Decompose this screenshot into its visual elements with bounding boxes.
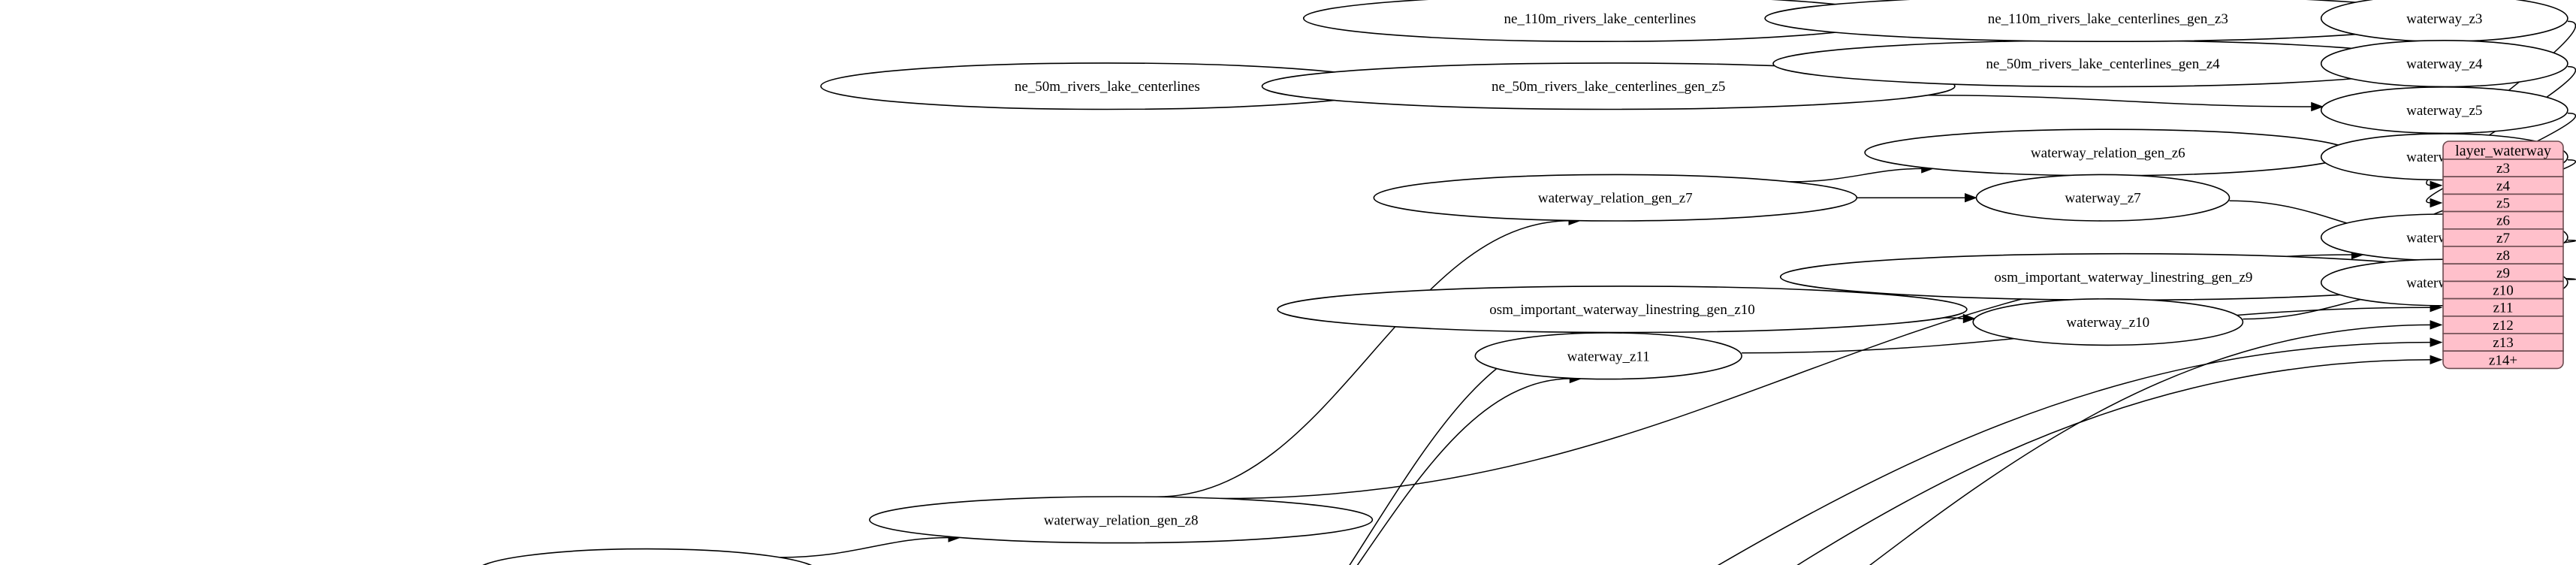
edge-waterway_relation_gen_z8-to-waterway_relation_gen_z7 bbox=[1156, 219, 1571, 498]
table-row-cell-z13[interactable] bbox=[2442, 333, 2564, 352]
arrowhead-waterway_z5-to-layer_waterway.z5 bbox=[2430, 198, 2443, 208]
table-row-cell-z11[interactable] bbox=[2442, 298, 2564, 317]
node-shape-waterway_z7[interactable] bbox=[1975, 174, 2231, 222]
node-waterway_z7[interactable]: waterway_z7 bbox=[1975, 174, 2231, 222]
node-waterway_relation_gen_z7[interactable]: waterway_relation_gen_z7 bbox=[1373, 174, 1858, 222]
node-shape-osm_important_waterway_linestring_gen_z10[interactable] bbox=[1277, 286, 1968, 334]
node-waterway_z10[interactable]: waterway_z10 bbox=[1972, 298, 2244, 346]
node-waterway_z3[interactable]: waterway_z3 bbox=[2320, 0, 2568, 42]
node-shape-waterway_z10[interactable] bbox=[1972, 298, 2244, 346]
node-waterway_z4[interactable]: waterway_z4 bbox=[2320, 39, 2568, 88]
node-shape-waterway_relation_gen_z6[interactable] bbox=[1864, 128, 2352, 177]
table-row-cell-z12[interactable] bbox=[2442, 316, 2564, 334]
table-row-cell-z8[interactable] bbox=[2442, 246, 2564, 264]
edge-waterway_relation-to-waterway_relation_gen_z8 bbox=[780, 536, 951, 558]
table-row-cell-z10[interactable] bbox=[2442, 280, 2564, 300]
arrowhead-ne_50m_rivers_lake_centerlines_gen_z5-to-waterway_z5 bbox=[2311, 101, 2324, 112]
node-waterway_z11[interactable]: waterway_z11 bbox=[1474, 332, 1742, 380]
layer-waterway-table[interactable]: layer_waterwayz3z4z5z6z7z8z9z10z11z12z13… bbox=[2442, 140, 2564, 370]
node-shape-waterway_z3[interactable] bbox=[2320, 0, 2568, 42]
node-osm_important_waterway_linestring_gen_z10[interactable]: osm_important_waterway_linestring_gen_z1… bbox=[1277, 286, 1968, 334]
node-shape-waterway_relation[interactable] bbox=[475, 548, 819, 565]
node-shape-waterway_z4[interactable] bbox=[2320, 39, 2568, 88]
node-shape-waterway_z11[interactable] bbox=[1474, 332, 1742, 380]
arrowhead-waterway_z12-to-layer_waterway.z12 bbox=[2430, 320, 2443, 330]
node-waterway_relation_gen_z8[interactable]: waterway_relation_gen_z8 bbox=[869, 496, 1374, 544]
table-row-cell-z6[interactable] bbox=[2442, 210, 2564, 230]
edge-osm_important_waterway_linestring_gen_z11-to-waterway_z11 bbox=[1356, 378, 1572, 565]
node-shape-waterway_relation_gen_z7[interactable] bbox=[1373, 174, 1858, 222]
table-header-cell bbox=[2442, 140, 2564, 160]
table-row-cell-z7[interactable] bbox=[2442, 228, 2564, 247]
edge-waterway_relation_gen_z7-to-waterway_relation_gen_z6 bbox=[1790, 168, 1923, 183]
arrowhead-waterway_relation_gen_z7-to-waterway_z7 bbox=[1965, 192, 1977, 203]
node-waterway_relation[interactable]: waterway_relation bbox=[475, 548, 819, 565]
edge-waterway_z12-to-layer_waterway.z12 bbox=[1869, 324, 2433, 565]
node-shape-ne_50m_rivers_lake_centerlines_gen_z5[interactable] bbox=[1261, 62, 1956, 110]
edge-waterway_z13-to-layer_waterway.z13 bbox=[1717, 341, 2433, 565]
table-row-cell-z3[interactable] bbox=[2442, 159, 2564, 177]
edge-ne_50m_rivers_lake_centerlines_gen_z5-to-waterway_z5 bbox=[1926, 95, 2313, 107]
node-shape-waterway_z5[interactable] bbox=[2320, 86, 2568, 134]
table-row-cell-z4[interactable] bbox=[2442, 176, 2564, 195]
arrowhead-waterway_z14-to-layer_waterway.z14+ bbox=[2430, 355, 2443, 365]
edge-waterway_z14-to-layer_waterway.z14+ bbox=[1796, 359, 2433, 565]
node-waterway_relation_gen_z6[interactable]: waterway_relation_gen_z6 bbox=[1864, 128, 2352, 177]
node-shape-waterway_relation_gen_z8[interactable] bbox=[869, 496, 1374, 544]
edge-osm_important_waterway_linestring_gen_z10-to-waterway_z10 bbox=[1943, 317, 1965, 319]
table-row-cell-z5[interactable] bbox=[2442, 193, 2564, 213]
table-row-cell-z14+[interactable] bbox=[2442, 350, 2564, 370]
node-waterway_z5[interactable]: waterway_z5 bbox=[2320, 86, 2568, 134]
table-row-cell-z9[interactable] bbox=[2442, 263, 2564, 282]
arrowhead-osm_important_waterway_linestring_gen_z10-to-waterway_z10 bbox=[1962, 313, 1976, 324]
arrowhead-waterway_z13-to-layer_waterway.z13 bbox=[2430, 337, 2443, 347]
arrowhead-waterway_z4-to-layer_waterway.z4 bbox=[2430, 180, 2443, 191]
